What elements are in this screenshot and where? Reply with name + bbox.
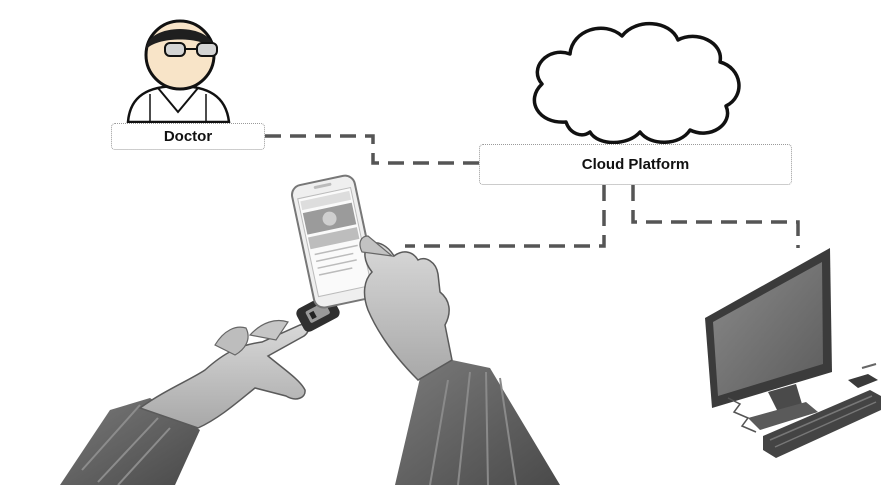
cloud-computer-connector — [631, 185, 800, 248]
smartphone-icon — [290, 174, 378, 309]
right-hand-tapping-phone — [359, 235, 560, 485]
doctor-cloud-connector — [265, 134, 479, 165]
doctor-avatar-icon — [126, 19, 231, 124]
connector-lines — [265, 134, 800, 248]
phone-cloud-connector — [405, 185, 606, 248]
cloud-platform-label: Cloud Platform — [479, 144, 792, 185]
doctor-label: Doctor — [111, 123, 265, 150]
left-hand-with-oximeter — [60, 319, 310, 485]
cloud-icon — [532, 21, 741, 145]
desktop-computer-icon — [705, 248, 881, 458]
